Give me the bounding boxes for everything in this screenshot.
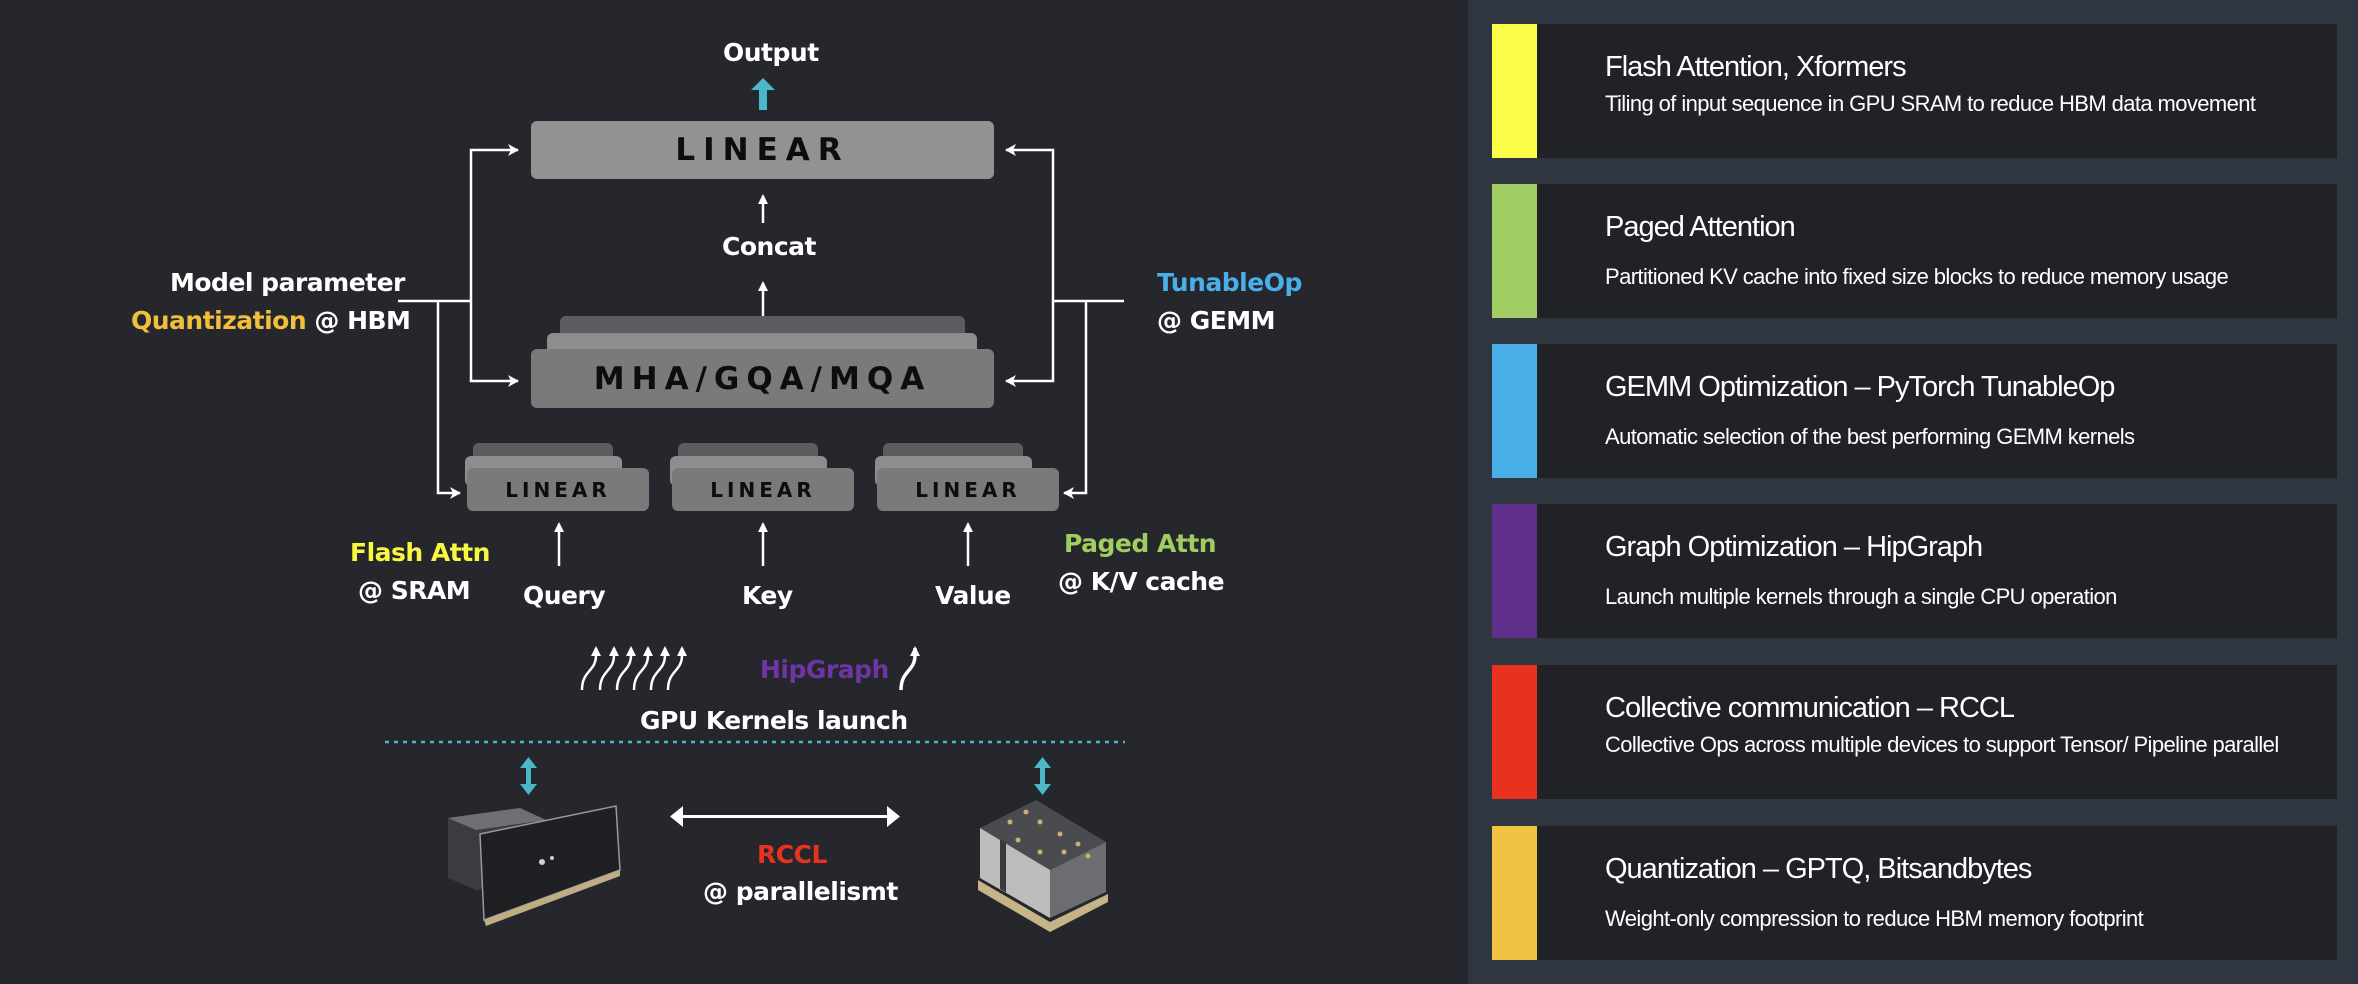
tunableop-suffix: @ GEMM [1157, 306, 1276, 335]
diagram-connectors [385, 78, 1125, 932]
rccl-double-arrow [670, 806, 900, 827]
kernel-arrow [598, 646, 619, 691]
value-linear-layer: LINEAR [877, 468, 1059, 511]
query-linear-label: LINEAR [505, 477, 611, 502]
hipgraph-label: HipGraph [760, 655, 889, 684]
feature-card-quantization: Quantization – GPTQ, Bitsandbytes Weight… [1492, 826, 2337, 960]
kernel-arrow [649, 646, 670, 691]
quantization-highlight: Quantization [131, 306, 307, 335]
feature-title: Paged Attention [1605, 211, 1796, 243]
feature-card-flash-attention: Flash Attention, Xformers Tiling of inpu… [1492, 24, 2337, 158]
feature-title: GEMM Optimization – PyTorch TunableOp [1605, 371, 2115, 403]
attention-layer: MHA/GQA/MQA [531, 349, 994, 408]
rccl-label: RCCL [757, 840, 827, 869]
gpu-kernels-launch-label: GPU Kernels launch [640, 706, 908, 735]
feature-title: Graph Optimization – HipGraph [1605, 531, 1983, 563]
rccl-suffix: @ parallelismt [703, 877, 898, 906]
attention-label: MHA/GQA/MQA [593, 360, 932, 397]
model-parameter-label: Model parameter [170, 268, 405, 297]
query-label: Query [523, 581, 606, 610]
output-linear-label: LINEAR [675, 132, 850, 168]
query-linear-layer: LINEAR [467, 468, 649, 511]
kernel-arrow [615, 646, 636, 691]
key-linear-layer: LINEAR [672, 468, 854, 511]
quantization-annotation: Quantization @ HBM [131, 306, 411, 335]
feature-color-bar [1492, 504, 1537, 638]
tunableop-connector [1005, 144, 1124, 499]
feature-color-bar [1492, 24, 1537, 158]
feature-card-paged-attention: Paged Attention Partitioned KV cache int… [1492, 184, 2337, 318]
concat-label: Concat [722, 232, 816, 261]
hipgraph-arrow [899, 646, 920, 691]
feature-description: Weight-only compression to reduce HBM me… [1605, 906, 2144, 931]
flash-attn-suffix: @ SRAM [358, 576, 471, 605]
output-arrow [751, 78, 775, 110]
device-right-double-arrow [1034, 757, 1051, 795]
feature-card-graph-optimization: Graph Optimization – HipGraph Launch mul… [1492, 504, 2337, 638]
paged-attn-label: Paged Attn [1064, 529, 1217, 558]
quantization-suffix: @ HBM [314, 306, 411, 335]
feature-card-collective-communication: Collective communication – RCCL Collecti… [1492, 665, 2337, 799]
feature-description: Launch multiple kernels through a single… [1605, 584, 2117, 609]
feature-description: Tiling of input sequence in GPU SRAM to … [1605, 91, 2256, 116]
gpu-module-icon [978, 800, 1108, 932]
flash-attn-label: Flash Attn [350, 538, 490, 567]
kernel-launch-arrows [580, 646, 920, 691]
key-label: Key [742, 581, 793, 610]
feature-description: Partitioned KV cache into fixed size blo… [1605, 264, 2229, 289]
feature-title: Quantization – GPTQ, Bitsandbytes [1605, 853, 2032, 885]
output-label: Output [723, 38, 819, 67]
key-linear-label: LINEAR [710, 477, 816, 502]
feature-title: Flash Attention, Xformers [1605, 51, 1907, 83]
llm-inference-diagram: Output Concat LINEAR MHA/GQA/MQA LINEAR … [131, 38, 1302, 932]
output-linear-layer: LINEAR [531, 121, 994, 179]
kernel-arrow [580, 646, 601, 691]
feature-color-bar [1492, 826, 1537, 960]
tunableop-label: TunableOp [1157, 268, 1302, 297]
paged-attn-suffix: @ K/V cache [1058, 567, 1225, 596]
feature-description: Collective Ops across multiple devices t… [1605, 732, 2279, 757]
gpu-card-icon [448, 805, 621, 926]
feature-title: Collective communication – RCCL [1605, 692, 2015, 724]
value-linear-label: LINEAR [915, 477, 1021, 502]
kernel-arrow [632, 646, 653, 691]
kernel-arrow [666, 646, 687, 691]
model-parameter-connector [398, 144, 519, 499]
optimization-feature-panel: Flash Attention, Xformers Tiling of inpu… [1468, 0, 2358, 984]
feature-card-gemm-optimization: GEMM Optimization – PyTorch TunableOp Au… [1492, 344, 2337, 478]
value-label: Value [935, 581, 1011, 610]
feature-color-bar [1492, 665, 1537, 799]
feature-color-bar [1492, 344, 1537, 478]
device-left-double-arrow [520, 757, 537, 795]
feature-color-bar [1492, 184, 1537, 318]
feature-description: Automatic selection of the best performi… [1605, 424, 2135, 449]
